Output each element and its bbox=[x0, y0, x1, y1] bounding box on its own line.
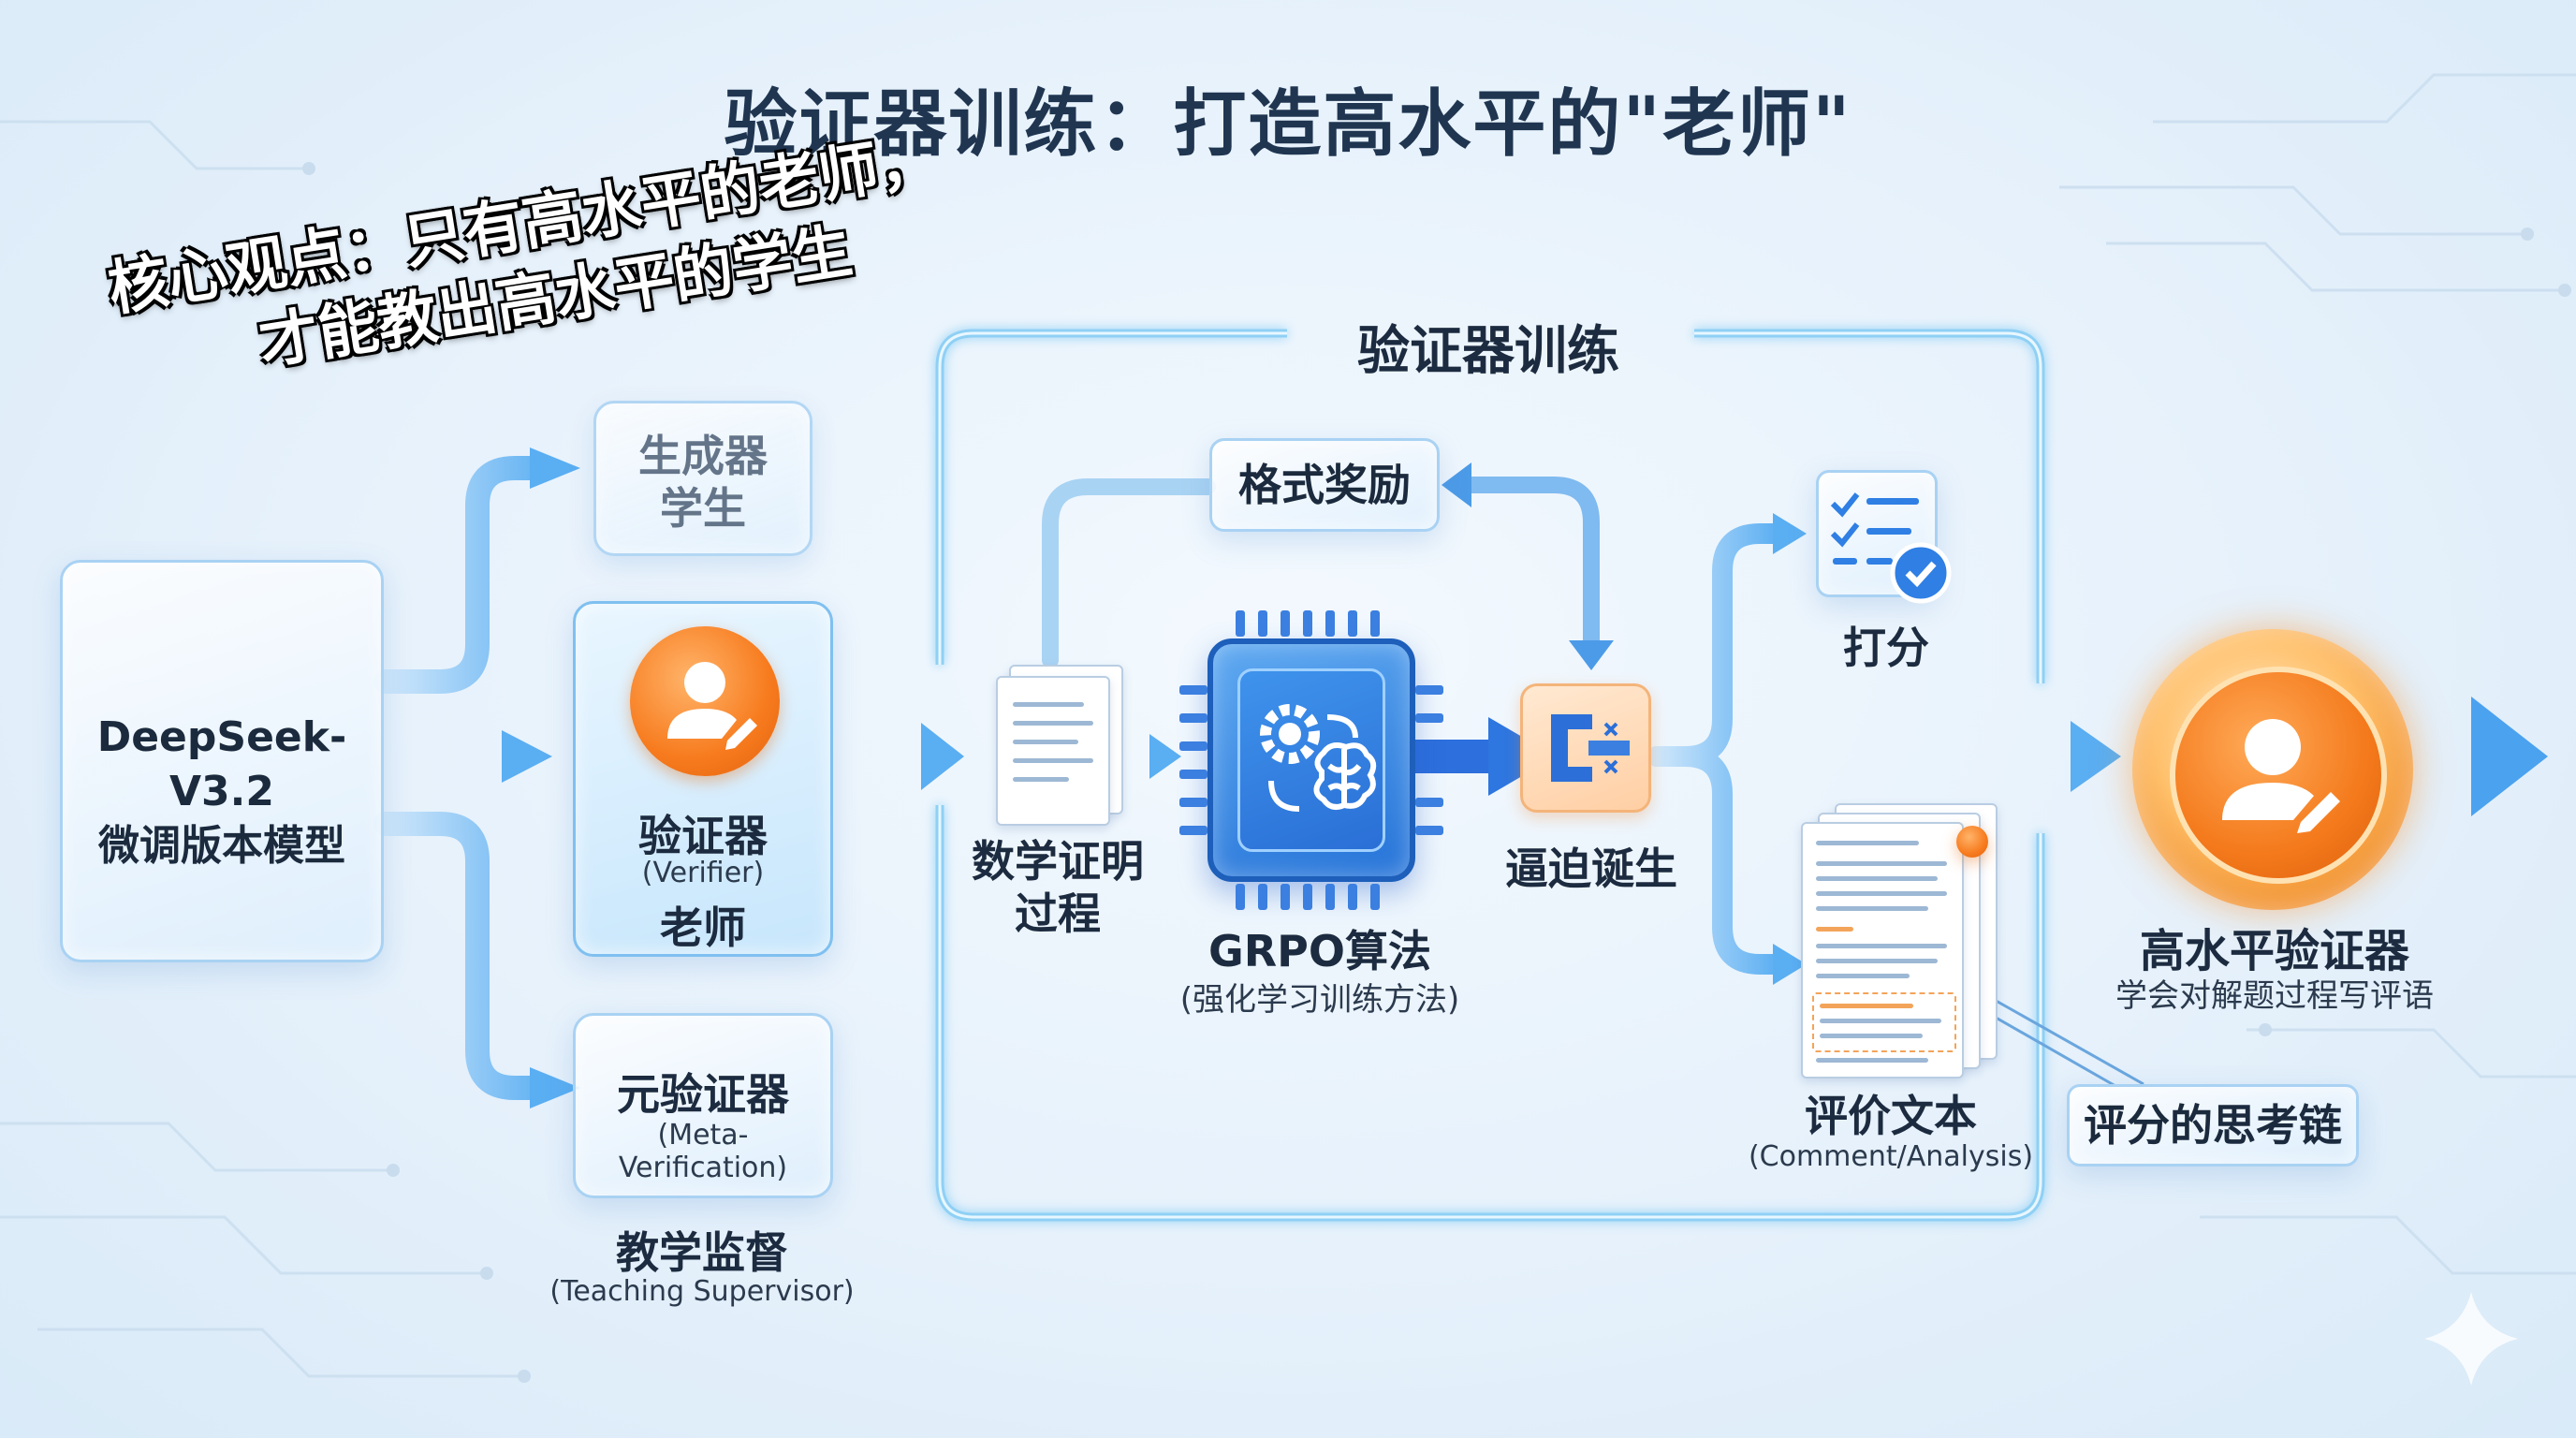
comment-en: (Comment/Analysis) bbox=[1748, 1140, 2034, 1173]
avatar-mini-icon bbox=[1956, 826, 1988, 858]
circuit-decoration bbox=[0, 73, 2576, 1378]
high-verifier-badge bbox=[2132, 629, 2413, 910]
high-verifier-title: 高水平验证器 bbox=[2139, 925, 2409, 977]
model-desc: 微调版本模型 bbox=[98, 822, 345, 870]
person-edit-icon bbox=[2222, 719, 2340, 833]
training-frame-title: 验证器训练 bbox=[1357, 321, 1619, 382]
supervision-label: 教学监督 bbox=[616, 1227, 788, 1278]
proof-line1: 数学证明 bbox=[972, 836, 1144, 887]
base-model-card: DeepSeek-V3.2 微调版本模型 bbox=[60, 560, 384, 962]
branch-arrows bbox=[373, 456, 546, 1100]
verifier-en: (Verifier) bbox=[641, 857, 765, 889]
meta-verifier-en: (Meta-Verification) bbox=[618, 1119, 788, 1184]
proof-label: 数学证明 过程 bbox=[955, 835, 1161, 940]
high-verifier-subtitle: 学会对解题过程写评语 bbox=[2115, 977, 2434, 1015]
generator-card: 生成器 学生 bbox=[593, 401, 812, 556]
verifier-role: 老师 bbox=[660, 902, 746, 953]
gear-icon bbox=[1260, 704, 1320, 764]
grpo-subtitle: (强化学习训练方法) bbox=[1179, 981, 1460, 1019]
meta-verifier-card: 元验证器 (Meta-Verification) bbox=[573, 1013, 833, 1198]
document-icon bbox=[996, 665, 1127, 826]
supervision-en: (Teaching Supervisor) bbox=[549, 1275, 855, 1308]
chip-pins bbox=[1179, 610, 1443, 910]
sparkle-icon bbox=[2424, 1292, 2518, 1386]
comment-label: 评价文本 bbox=[1805, 1091, 1977, 1141]
format-reward-card: 格式奖励 bbox=[1209, 438, 1440, 532]
reasoning-chain-card: 评分的思考链 bbox=[2067, 1084, 2359, 1167]
score-label: 打分 bbox=[1843, 623, 1929, 673]
format-reward-label: 格式奖励 bbox=[1238, 460, 1411, 510]
clamp-icon bbox=[1520, 683, 1651, 813]
meta-verifier-label: 元验证器 bbox=[617, 1069, 789, 1120]
comment-doc-icon bbox=[1801, 803, 2007, 1078]
generator-label: 生成器 bbox=[638, 431, 768, 481]
chip-icon bbox=[1208, 638, 1415, 882]
page-title: 验证器训练：打造高水平的"老师" bbox=[724, 82, 1852, 167]
model-name: DeepSeek-V3.2 bbox=[96, 713, 347, 815]
grpo-title: GRPO算法 bbox=[1208, 926, 1431, 976]
reasoning-chain-label: 评分的思考链 bbox=[2084, 1100, 2342, 1151]
proof-line2: 过程 bbox=[1015, 888, 1101, 939]
verifier-card: 验证器 (Verifier) 老师 bbox=[573, 601, 833, 957]
person-edit-icon bbox=[630, 626, 780, 776]
brain-icon bbox=[1313, 742, 1377, 810]
generator-role: 学生 bbox=[660, 483, 746, 534]
force-label: 逼迫诞生 bbox=[1505, 844, 1677, 894]
checklist-icon bbox=[1816, 470, 1956, 610]
verifier-label: 验证器 bbox=[638, 811, 768, 861]
